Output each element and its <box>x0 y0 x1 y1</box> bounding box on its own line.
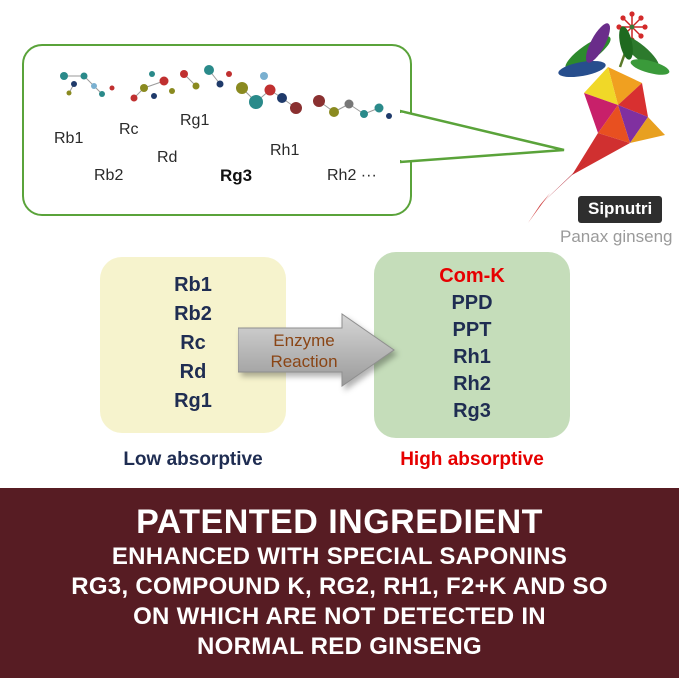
banner-line: NORMAL RED GINSENG <box>197 633 482 660</box>
banner-line: ENHANCED WITH SPECIAL SAPONINS <box>111 543 568 570</box>
banner-line: ON WHICH ARE NOT DETECTED IN <box>133 603 546 630</box>
enzyme-arrow-icon <box>238 313 395 387</box>
high-absorptive-caption: High absorptive <box>400 449 544 470</box>
label-rh1: Rh1 <box>270 142 300 159</box>
enzyme-reaction-label: Enzyme Reaction <box>248 330 360 372</box>
left-box-item: Rg1 <box>174 390 212 412</box>
label-rc: Rc <box>119 121 139 138</box>
left-box-item: Rd <box>179 361 207 383</box>
species-label: Panax ginseng <box>560 227 673 246</box>
patented-ingredient-banner: PATENTED INGREDIENT ENHANCED WITH SPECIA… <box>0 488 679 678</box>
bubble-tail <box>400 109 565 164</box>
label-rd: Rd <box>157 149 178 166</box>
right-box-highlight: Com-K <box>439 265 505 287</box>
ginseng-illustration <box>528 11 670 223</box>
banner-line: RG3, COMPOUND K, RG2, RH1, F2+K AND SO <box>71 573 608 600</box>
right-box-item: Rh1 <box>453 346 491 368</box>
brand-badge: Sipnutri <box>578 196 663 223</box>
label-rb1: Rb1 <box>54 130 84 147</box>
enzyme-label-line2: Reaction <box>270 352 338 371</box>
low-absorptive-caption: Low absorptive <box>123 449 263 470</box>
label-rh2: Rh2 ··· <box>327 167 377 184</box>
banner-title: PATENTED INGREDIENT <box>136 503 543 541</box>
label-rg1: Rg1 <box>180 112 210 129</box>
saponin-bubble: Rb1 Rc Rb2 Rd Rg1 Rg3 Rh1 Rh2 ··· <box>22 44 412 216</box>
left-box-item: Rb2 <box>174 303 212 325</box>
label-rg3: Rg3 <box>220 166 253 185</box>
right-box-item: Rg3 <box>453 400 491 422</box>
label-rb2: Rb2 <box>94 167 124 184</box>
molecule-illustration <box>60 65 392 119</box>
right-box-item: PPD <box>451 292 493 314</box>
high-absorptive-box: Com-K PPD PPT Rh1 Rh2 Rg3 <box>374 252 570 438</box>
right-box-item: PPT <box>452 319 492 341</box>
right-box-item: Rh2 <box>453 373 491 395</box>
left-box-item: Rc <box>180 332 206 354</box>
enzyme-label-line1: Enzyme <box>273 331 335 350</box>
left-box-item: Rb1 <box>174 274 212 296</box>
